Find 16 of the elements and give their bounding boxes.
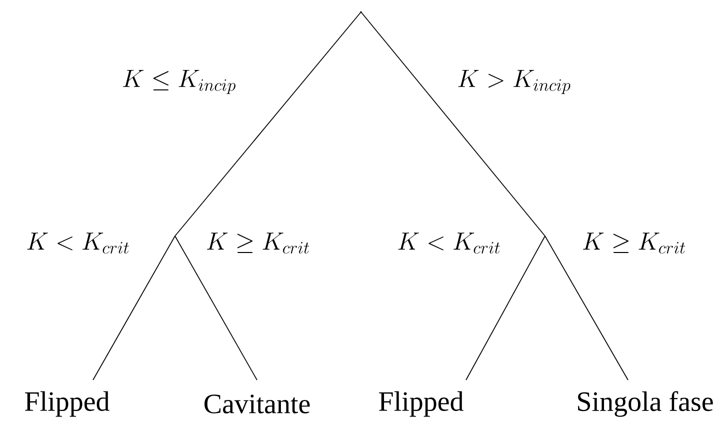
- branch-line: [466, 236, 546, 380]
- branch-line: [544, 236, 628, 380]
- branch-line: [174, 12, 362, 236]
- condition-label: $K > K_{incip}$: [458, 70, 570, 94]
- edge-label: $K < K_{crit}$: [27, 232, 129, 254]
- edge-label: $K \geq K_{crit}$: [583, 232, 686, 254]
- leaf-label: Cavitante: [204, 394, 310, 414]
- branch-line: [174, 236, 258, 380]
- edge-label: $K \geq K_{crit}$: [207, 232, 310, 254]
- branch-line: [360, 12, 546, 236]
- leaf-label: Flipped: [25, 391, 110, 417]
- condition-label: $K \leq K_{incip}$: [122, 70, 236, 94]
- branch-line: [92, 236, 176, 380]
- leaf-label: Flipped: [379, 391, 464, 417]
- leaf-label: Singola fase: [578, 391, 713, 417]
- edge-label: $K < K_{crit}$: [398, 232, 500, 254]
